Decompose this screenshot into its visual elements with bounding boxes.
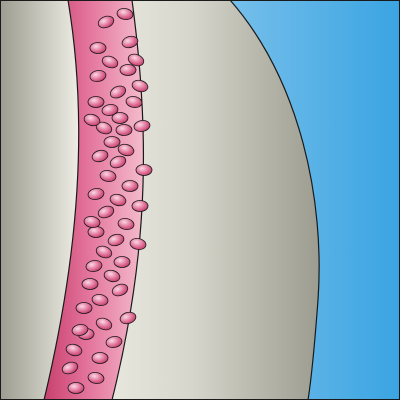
red-blood-cell [95,245,113,259]
red-blood-cell [101,55,119,69]
red-blood-cell [135,164,153,176]
red-blood-cell [116,8,134,20]
red-blood-cell [129,238,147,250]
red-blood-cell [85,260,103,272]
red-blood-cell [109,193,127,207]
red-blood-cell [83,216,101,228]
red-blood-cell [125,96,143,108]
red-blood-cell [131,79,149,93]
red-blood-cell [119,64,137,76]
red-blood-cell [87,226,105,238]
red-blood-cell [127,53,145,67]
red-blood-cell [87,372,105,384]
red-blood-cell [67,382,85,394]
red-blood-cell [111,112,129,124]
tissue-mass [0,0,320,400]
red-blood-cell [101,104,119,116]
red-blood-cell [87,188,105,200]
red-blood-cell [113,256,131,268]
red-blood-cell [121,35,139,49]
red-blood-cell [111,283,129,297]
red-blood-cell [65,343,83,357]
red-blood-cell [105,336,123,348]
red-blood-cell [91,149,109,163]
red-blood-cell [119,311,137,325]
red-blood-cell [115,124,133,136]
red-blood-cell [89,70,107,82]
red-blood-cell [103,269,121,283]
red-blood-cell [95,317,113,331]
red-blood-cell [61,361,79,375]
red-blood-cells [61,8,153,394]
red-blood-cell [87,96,105,108]
red-blood-cell [97,15,115,29]
red-blood-cell [97,205,115,219]
red-blood-cell [89,42,107,54]
red-blood-cell [75,302,93,314]
red-blood-cell [91,352,109,364]
red-blood-cell [83,113,101,127]
red-blood-cell [107,233,125,247]
red-blood-cell [109,155,127,169]
red-blood-cell [131,200,149,212]
red-blood-cell [133,120,151,132]
red-blood-cell [103,136,121,148]
red-blood-cell [117,218,135,230]
red-blood-cell [71,324,89,336]
red-blood-cell [91,294,109,306]
red-blood-cell [117,143,135,157]
red-blood-cell [121,180,139,192]
red-blood-cell [81,278,99,290]
red-blood-cell [99,170,117,182]
red-blood-cell [109,85,127,99]
